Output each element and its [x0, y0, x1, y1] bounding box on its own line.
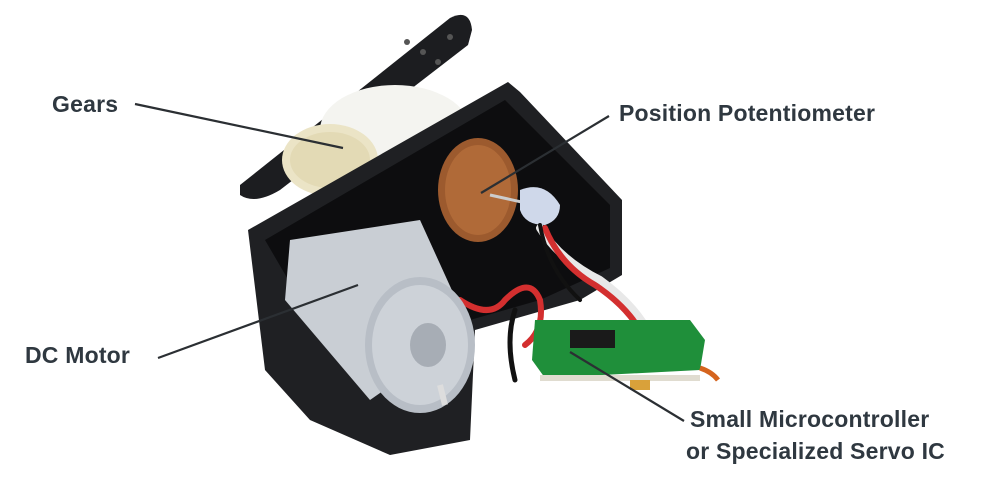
label-gears: Gears [52, 91, 119, 117]
label-microcontroller-line2: or Specialized Servo IC [686, 438, 945, 464]
leader-line-microcontroller [569, 351, 685, 422]
leader-line-dc-motor [157, 283, 359, 360]
control-board [532, 320, 720, 390]
label-dc-motor: DC Motor [25, 342, 131, 368]
label-position-potentiometer: Position Potentiometer [619, 100, 876, 126]
dc-motor-part [285, 220, 475, 413]
potentiometer-part [438, 138, 560, 242]
leader-line-gears [134, 102, 344, 150]
leader-line-potentiometer [480, 115, 610, 194]
label-microcontroller-line1: Small Microcontroller [690, 406, 930, 432]
